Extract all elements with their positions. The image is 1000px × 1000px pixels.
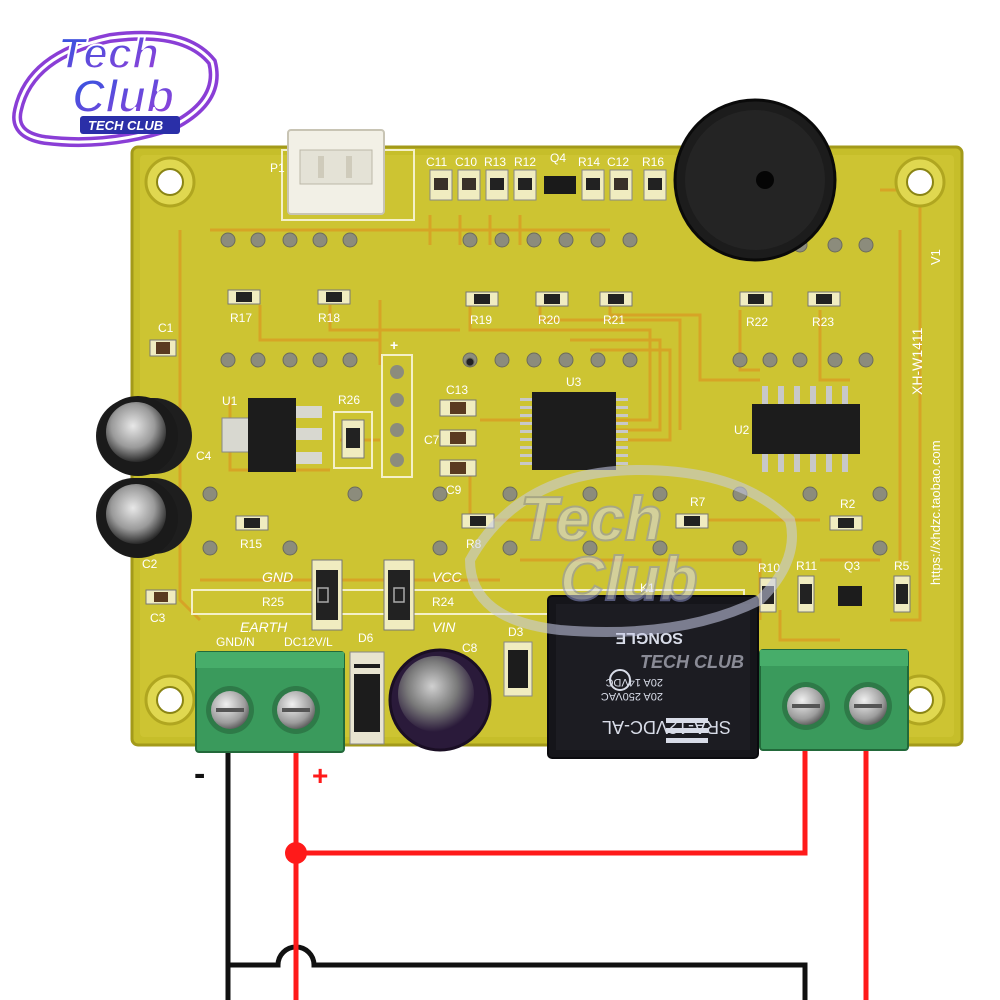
capacitor-c8: C8 [388, 641, 492, 752]
watermark-tagline: TECH CLUB [640, 652, 744, 672]
label-c2: C2 [142, 557, 158, 571]
board-model: XH-W1411 [909, 327, 925, 395]
red-wire-loop [296, 740, 808, 856]
board-version: V1 [928, 249, 943, 265]
copper-traces [178, 188, 922, 642]
label-d3: D3 [508, 625, 524, 639]
label-r21: R21 [603, 313, 625, 327]
top-smd-row: C11 C10 R13 R12 Q4 R14 C12 R16 [426, 151, 667, 201]
relay-brand-logo [666, 718, 708, 743]
label-d6: D6 [358, 631, 374, 645]
label-vin: VIN [432, 619, 456, 635]
label-plus: + [390, 337, 398, 353]
label-r7: R7 [690, 495, 706, 509]
label-r13: R13 [484, 155, 506, 169]
label-r25: R25 [262, 595, 284, 609]
label-r17: R17 [230, 311, 252, 325]
capacitor-c1: C1 [149, 321, 177, 357]
watermark-line1: Tech [520, 485, 662, 554]
label-c8: C8 [462, 641, 478, 655]
p1-connector: P1 [270, 129, 415, 221]
label-r19: R19 [470, 313, 492, 327]
board-side-text: https://xhdzc.taobao.com XH-W1411 V1 [909, 249, 943, 585]
mid-resistors: R15 R8 R7 R2 [235, 495, 863, 551]
label-vcc: VCC [432, 569, 462, 585]
label-c9: C9 [446, 483, 462, 497]
resistor-r26: R26 [333, 393, 373, 469]
label-r22: R22 [746, 315, 768, 329]
relay-ul-mark [609, 669, 631, 691]
chip-u3: U3 [520, 375, 628, 470]
diode-d6: D6 [349, 631, 385, 745]
pcb-board: P1 C11 C10 R13 R12 Q4 R14 C12 R16 [96, 98, 964, 759]
label-gnd-n: GND/N [216, 635, 255, 649]
label-k1: K1 [640, 581, 655, 595]
through-hole-pads [202, 232, 888, 556]
chip-u2: U2 [734, 386, 860, 472]
terminal-block-left [195, 651, 345, 753]
label-r5: R5 [894, 559, 910, 573]
label-c7: C7 [424, 433, 440, 447]
board-url: https://xhdzc.taobao.com [928, 440, 943, 585]
watermark-line2: Club [560, 545, 698, 614]
tech-club-logo: Tech Club TECH CLUB [12, 28, 219, 148]
label-c10: C10 [455, 155, 477, 169]
wire-junction-dot [285, 842, 307, 864]
label-gnd: GND [262, 569, 293, 585]
wiring: - + [194, 740, 869, 1000]
label-c3: C3 [150, 611, 166, 625]
black-wire-bottom [228, 944, 808, 1000]
label-r24: R24 [432, 595, 454, 609]
label-c11: C11 [426, 155, 447, 169]
capacitor-column: C13 C7 C9 [424, 383, 477, 497]
label-r20: R20 [538, 313, 560, 327]
right-small-parts: R10 R11 Q3 R5 [758, 559, 911, 613]
label-earth: EARTH [240, 619, 288, 635]
wire-minus-label: - [194, 755, 205, 793]
wire-plus-label: + [312, 760, 328, 791]
relay-rating-2: 20A 14VDC [605, 676, 663, 688]
label-r15: R15 [240, 537, 262, 551]
label-r14: R14 [578, 155, 600, 169]
label-dc12v-l: DC12V/L [284, 635, 333, 649]
label-r12: R12 [514, 155, 536, 169]
label-c13: C13 [446, 383, 468, 397]
label-r11: R11 [796, 559, 817, 573]
label-p1: P1 [270, 161, 285, 175]
regulator-u1: U1 [221, 394, 322, 472]
buzzer [673, 98, 837, 262]
terminal-block-right [759, 649, 909, 751]
mounting-holes [144, 156, 946, 726]
header-pins: + [381, 337, 413, 478]
resistor-row: R17 R18 R19 R20 R21 R22 R23 [227, 289, 841, 329]
diode-d3: D3 [503, 625, 533, 697]
logo-tagline: TECH CLUB [88, 118, 163, 133]
electrolytic-capacitors-left: C4 C2 [96, 396, 212, 571]
label-q4: Q4 [550, 151, 566, 165]
relay-rating-1: 20A 250VAC [601, 690, 663, 702]
label-q3: Q3 [844, 559, 860, 573]
label-c12: C12 [607, 155, 629, 169]
power-section: GND VCC R25 R24 EARTH VIN [191, 559, 745, 635]
label-u1: U1 [222, 394, 238, 408]
label-r23: R23 [812, 315, 834, 329]
label-r26: R26 [338, 393, 360, 407]
label-r10: R10 [758, 561, 780, 575]
capacitor-c3: C3 [145, 589, 177, 625]
label-u2: U2 [734, 423, 750, 437]
label-c1: C1 [158, 321, 174, 335]
watermark: Tech Club TECH CLUB [464, 464, 797, 672]
label-c4: C4 [196, 449, 212, 463]
label-r16: R16 [642, 155, 664, 169]
logo-line1: Tech [58, 29, 159, 78]
label-r18: R18 [318, 311, 340, 325]
label-r2: R2 [840, 497, 856, 511]
label-u3: U3 [566, 375, 582, 389]
logo-line2: Club [72, 70, 174, 122]
